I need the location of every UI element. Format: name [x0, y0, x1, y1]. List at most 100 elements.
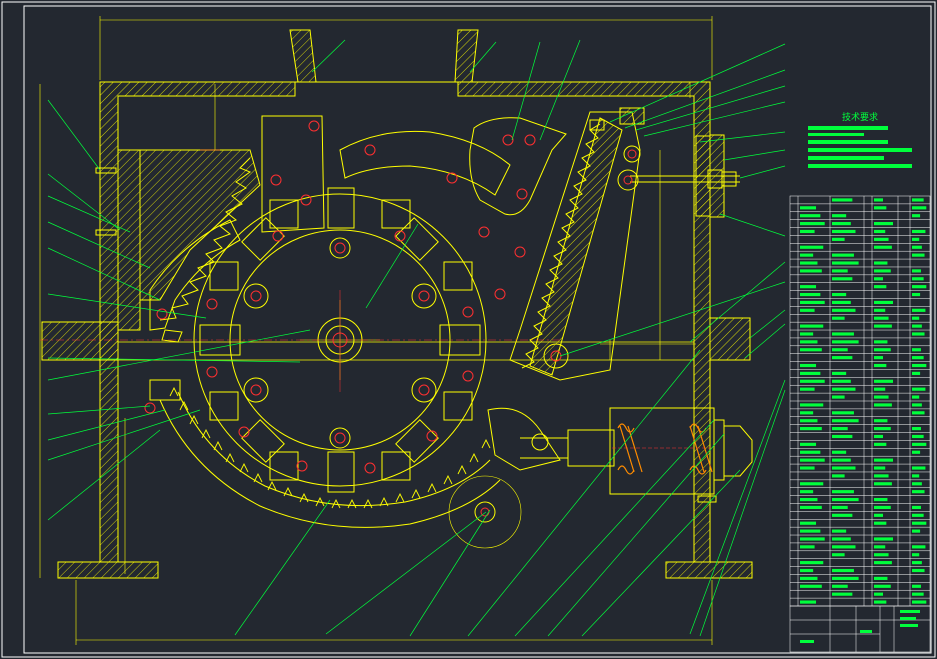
- table-cell-entry: [800, 466, 815, 470]
- parts-list-entries: [800, 198, 927, 604]
- table-cell-entry: [800, 529, 821, 533]
- table-cell-entry: [800, 387, 815, 391]
- table-cell-entry: [800, 300, 825, 305]
- table-cell-entry: [912, 324, 922, 328]
- table-cell-entry: [912, 592, 924, 596]
- table-cell-entry: [912, 269, 921, 273]
- table-cell-entry: [800, 332, 814, 336]
- table-cell-entry: [832, 529, 847, 533]
- table-cell-entry: [912, 403, 922, 407]
- bolt-markers: [40, 120, 637, 517]
- table-cell-entry: [800, 245, 824, 249]
- table-cell-entry: [832, 292, 847, 297]
- table-cell-entry: [832, 458, 851, 462]
- table-cell-entry: [832, 348, 848, 352]
- table-cell-entry: [874, 474, 889, 478]
- table-cell-entry: [832, 419, 859, 423]
- table-cell-entry: [832, 466, 856, 470]
- table-cell-entry: [874, 403, 892, 407]
- table-cell-entry: [912, 371, 921, 375]
- table-cell-entry: [800, 600, 817, 604]
- table-cell-entry: [832, 222, 851, 226]
- table-cell-entry: [912, 427, 921, 431]
- spring-cylinder: [520, 407, 753, 503]
- table-cell-entry: [800, 537, 825, 541]
- table-cell-entry: [874, 363, 887, 368]
- table-cell-entry: [874, 458, 893, 462]
- table-cell-entry: [800, 482, 824, 486]
- table-cell-entry: [912, 466, 926, 470]
- table-cell-entry: [912, 553, 920, 557]
- table-cell-entry: [874, 285, 887, 289]
- table-cell-entry: [874, 513, 883, 517]
- table-cell-entry: [874, 545, 886, 549]
- table-cell-entry: [874, 206, 887, 210]
- table-cell-entry: [912, 411, 925, 415]
- table-cell-entry: [832, 237, 845, 241]
- right-swing-jaw: [509, 107, 645, 381]
- table-cell-entry: [832, 379, 851, 383]
- table-cell-entry: [874, 245, 892, 249]
- table-cell-entry: [832, 576, 859, 580]
- tech-requirements-block: 技术要求: [808, 111, 912, 168]
- housing-frame: [41, 81, 753, 579]
- table-cell-entry: [874, 442, 887, 446]
- table-cell-entry: [800, 348, 822, 352]
- table-cell-entry: [874, 237, 889, 241]
- table-cell-entry: [912, 568, 925, 573]
- table-cell-entry: [912, 229, 926, 234]
- table-cell-entry: [832, 584, 848, 588]
- table-cell-entry: [800, 450, 821, 454]
- table-cell-entry: [832, 395, 845, 399]
- table-cell-entry: [800, 442, 817, 446]
- table-cell-entry: [874, 521, 887, 525]
- table-cell-entry: [832, 513, 853, 517]
- table-cell-entry: [912, 584, 921, 588]
- table-cell-entry: [874, 561, 892, 565]
- table-cell-entry: [832, 568, 854, 573]
- table-cell-entry: [874, 505, 891, 510]
- leader-lines: [47, 39, 786, 637]
- table-cell-entry: [832, 332, 854, 336]
- table-cell-entry: [832, 387, 856, 391]
- table-cell-entry: [832, 371, 847, 375]
- table-cell-entry: [912, 482, 922, 486]
- left-jaw-plate: [95, 149, 261, 331]
- table-cell-entry: [832, 553, 845, 557]
- table-cell-entry: [912, 545, 926, 549]
- table-cell-entry: [912, 292, 921, 297]
- table-cell-entry: [874, 482, 892, 486]
- table-cell-entry: [912, 395, 920, 399]
- table-cell-entry: [874, 348, 891, 352]
- table-cell-entry: [800, 285, 817, 289]
- table-cell-entry: [832, 434, 853, 439]
- table-cell-entry: [874, 553, 889, 557]
- table-cell-entry: [912, 253, 925, 257]
- table-cell-entry: [832, 214, 847, 218]
- table-cell-entry: [800, 214, 821, 218]
- table-cell-entry: [912, 356, 924, 360]
- table-cell-entry: [800, 427, 822, 431]
- table-cell-entry: [874, 300, 893, 305]
- table-cell-entry: [800, 403, 824, 407]
- table-cell-entry: [800, 419, 818, 423]
- table-cell-entry: [800, 206, 817, 210]
- table-cell-entry: [912, 363, 927, 368]
- table-cell-entry: [832, 269, 848, 273]
- table-cell-entry: [800, 308, 815, 312]
- table-cell-entry: [832, 537, 851, 541]
- table-cell-entry: [874, 537, 893, 541]
- table-cell-entry: [874, 379, 893, 383]
- table-cell-entry: [832, 545, 856, 549]
- table-cell-entry: [874, 600, 887, 604]
- table-cell-entry: [874, 466, 886, 470]
- table-cell-entry: [874, 434, 883, 439]
- table-cell-entry: [800, 576, 818, 580]
- table-cell-entry: [800, 363, 817, 368]
- tech-requirement-lines: [808, 126, 912, 168]
- table-cell-entry: [912, 332, 925, 336]
- table-cell-entry: [874, 584, 891, 588]
- table-cell-entry: [832, 316, 845, 320]
- table-cell-entry: [800, 371, 821, 375]
- table-cell-entry: [874, 198, 883, 202]
